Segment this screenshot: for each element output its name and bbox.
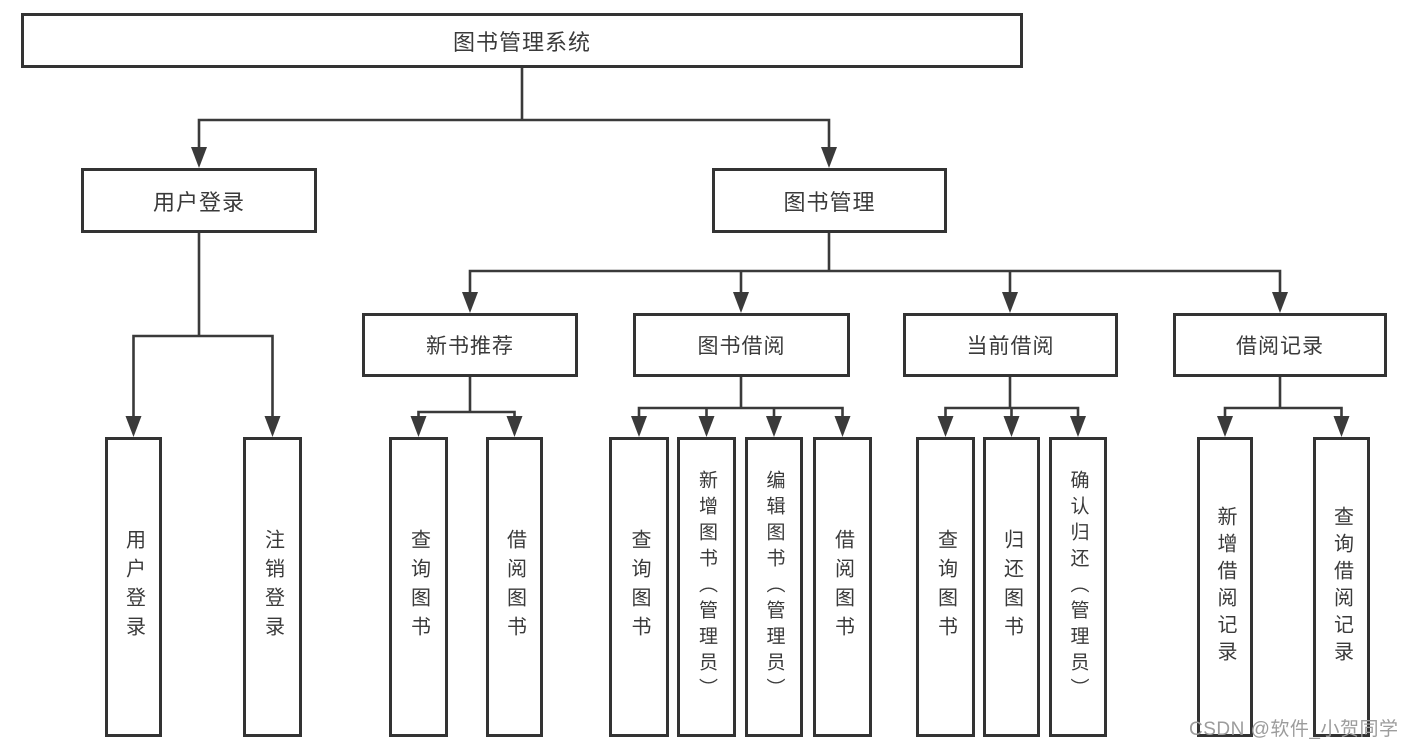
leaf-add-book-admin: 新增图书（管理员） — [677, 437, 736, 737]
node-root: 图书管理系统 — [21, 13, 1023, 68]
node-new-book-recommendation: 新书推荐 — [362, 313, 578, 377]
leaf-logout: 注销登录 — [243, 437, 302, 737]
leaf-query-borrow-record: 查询借阅记录 — [1313, 437, 1370, 737]
node-borrowing-records: 借阅记录 — [1173, 313, 1387, 377]
leaf-borrow-books-recommend: 借阅图书 — [486, 437, 543, 737]
leaf-borrow-books: 借阅图书 — [813, 437, 872, 737]
leaf-query-books-current: 查询图书 — [916, 437, 975, 737]
leaf-edit-book-admin: 编辑图书（管理员） — [745, 437, 803, 737]
leaf-return-book: 归还图书 — [983, 437, 1040, 737]
arrowheads — [125, 147, 1350, 437]
leaf-user-login: 用户登录 — [105, 437, 162, 737]
node-user-login: 用户登录 — [81, 168, 317, 233]
leaf-query-books-recommend: 查询图书 — [389, 437, 448, 737]
leaf-add-borrow-record: 新增借阅记录 — [1197, 437, 1253, 737]
leaf-query-books-borrowing: 查询图书 — [609, 437, 669, 737]
node-book-management: 图书管理 — [712, 168, 947, 233]
leaf-confirm-return-admin: 确认归还（管理员） — [1049, 437, 1107, 737]
node-current-borrowing: 当前借阅 — [903, 313, 1118, 377]
watermark: CSDN @软件_小贺同学 — [1189, 719, 1399, 740]
node-book-borrowing: 图书借阅 — [633, 313, 850, 377]
